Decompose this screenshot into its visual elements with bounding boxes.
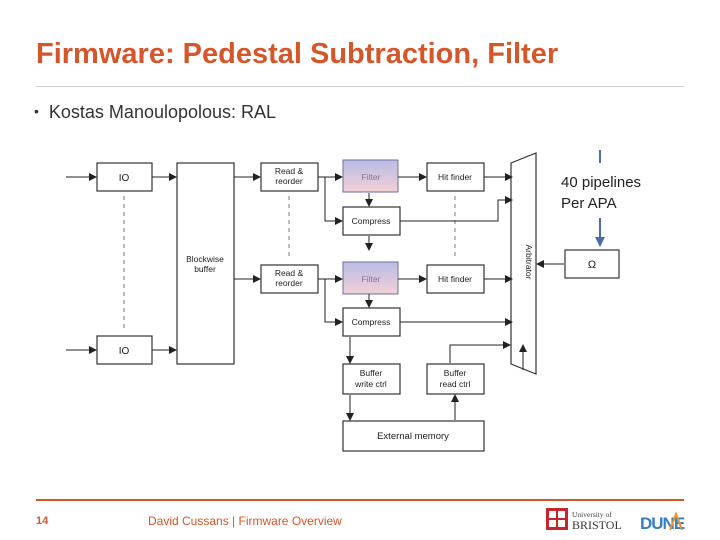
filter-top-label: Filter bbox=[362, 172, 381, 182]
omega-box bbox=[564, 249, 620, 279]
filter-bottom-label: Filter bbox=[362, 274, 381, 284]
arbitrator-trapezoid bbox=[510, 152, 537, 375]
buffer-read-ctrl-box bbox=[426, 363, 485, 395]
buffer-write-ctrl-box bbox=[342, 363, 401, 395]
dune-logo: DUNE bbox=[640, 511, 686, 533]
filter-top-box bbox=[342, 159, 399, 193]
bristol-logo-line-2: BRISTOL bbox=[572, 518, 622, 532]
compress-bottom-box bbox=[342, 307, 401, 337]
annotation-line-2: Per APA bbox=[561, 195, 617, 212]
compress-bottom-label: Compress bbox=[352, 317, 391, 327]
external-memory-label: External memory bbox=[377, 431, 449, 442]
pipelines-annotation: 40 pipelines Per APA bbox=[561, 172, 641, 214]
arbitrator-label: Arbitrator bbox=[524, 245, 534, 280]
io-top-label: IO bbox=[119, 173, 130, 184]
buffer-read-label-1: Buffer bbox=[444, 368, 467, 378]
hit-finder-top-label: Hit finder bbox=[438, 172, 472, 182]
compress-top-box bbox=[342, 206, 401, 236]
buffer-write-label-1: Buffer bbox=[360, 368, 383, 378]
university-of-bristol-logo: University of BRISTOL bbox=[546, 508, 622, 532]
blockwise-buffer-box bbox=[176, 162, 235, 365]
read-reorder-top-label-2: reorder bbox=[275, 176, 303, 186]
hit-finder-bottom-box bbox=[426, 264, 485, 294]
firmware-block-diagram: IO IO Blockwise buffer Read & reorder Re… bbox=[66, 150, 620, 452]
read-reorder-bottom-label-1: Read & bbox=[275, 268, 304, 278]
arrow-reorder-compress-bottom bbox=[324, 279, 343, 326]
arrow-reorder-compress-top bbox=[324, 177, 343, 225]
page-number: 14 bbox=[36, 515, 49, 527]
read-reorder-bottom-box bbox=[260, 264, 319, 294]
bristol-logo-line-1: University of bbox=[572, 510, 612, 519]
annotation-line-1: 40 pipelines bbox=[561, 174, 642, 191]
arrow-compress-arb-top bbox=[400, 196, 513, 222]
io-bottom-box bbox=[96, 335, 153, 365]
external-memory-box bbox=[342, 420, 485, 452]
arrow-buffer-read-arb bbox=[449, 341, 511, 363]
hit-finder-bottom-label: Hit finder bbox=[438, 274, 472, 284]
title-divider bbox=[36, 86, 684, 87]
bullet-dot: • bbox=[34, 103, 39, 119]
compress-top-label: Compress bbox=[352, 216, 391, 226]
read-reorder-top-label-1: Read & bbox=[275, 166, 304, 176]
buffer-write-label-2: write ctrl bbox=[354, 379, 387, 389]
blockwise-label-2: buffer bbox=[194, 264, 216, 274]
footer-text: David Cussans | Firmware Overview bbox=[148, 514, 342, 528]
omega-label: Ω bbox=[588, 259, 596, 271]
io-top-box bbox=[96, 162, 153, 192]
filter-bottom-box bbox=[342, 261, 399, 295]
hit-finder-top-box bbox=[426, 162, 485, 192]
bullet-text: Kostas Manoulopolous: RAL bbox=[48, 102, 277, 122]
read-reorder-bottom-label-2: reorder bbox=[275, 278, 303, 288]
bullet-item: • Kostas Manoulopolous: RAL bbox=[34, 102, 276, 123]
buffer-read-label-2: read ctrl bbox=[440, 379, 471, 389]
io-bottom-label: IO bbox=[119, 346, 130, 357]
footer-divider bbox=[36, 499, 684, 501]
slide-title: Firmware: Pedestal Subtraction, Filter bbox=[36, 38, 559, 70]
blockwise-label-1: Blockwise bbox=[186, 254, 224, 264]
